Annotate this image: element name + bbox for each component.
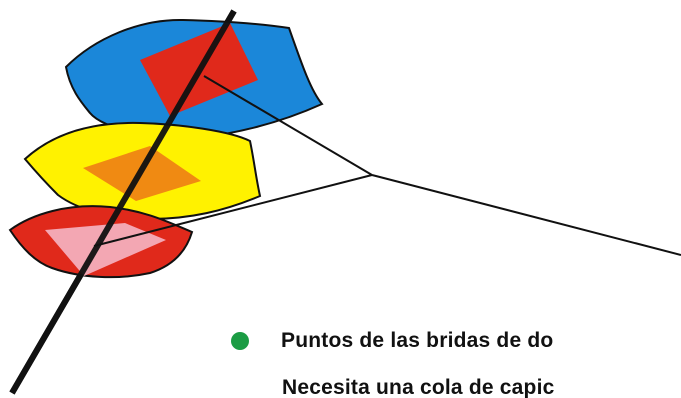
bridle-line-top (203, 75, 373, 176)
bullet-text: Puntos de las bridas de do (281, 329, 554, 352)
bullet-row: Puntos de las bridas de do (231, 329, 553, 353)
tow-line (371, 174, 681, 256)
bridle-lines (93, 75, 681, 256)
bridle-line-bottom (93, 174, 373, 247)
main-pole-overlay (9, 9, 237, 395)
second-line-text: Necesita una cola de capic (282, 376, 555, 398)
green-bullet-icon (231, 332, 249, 350)
